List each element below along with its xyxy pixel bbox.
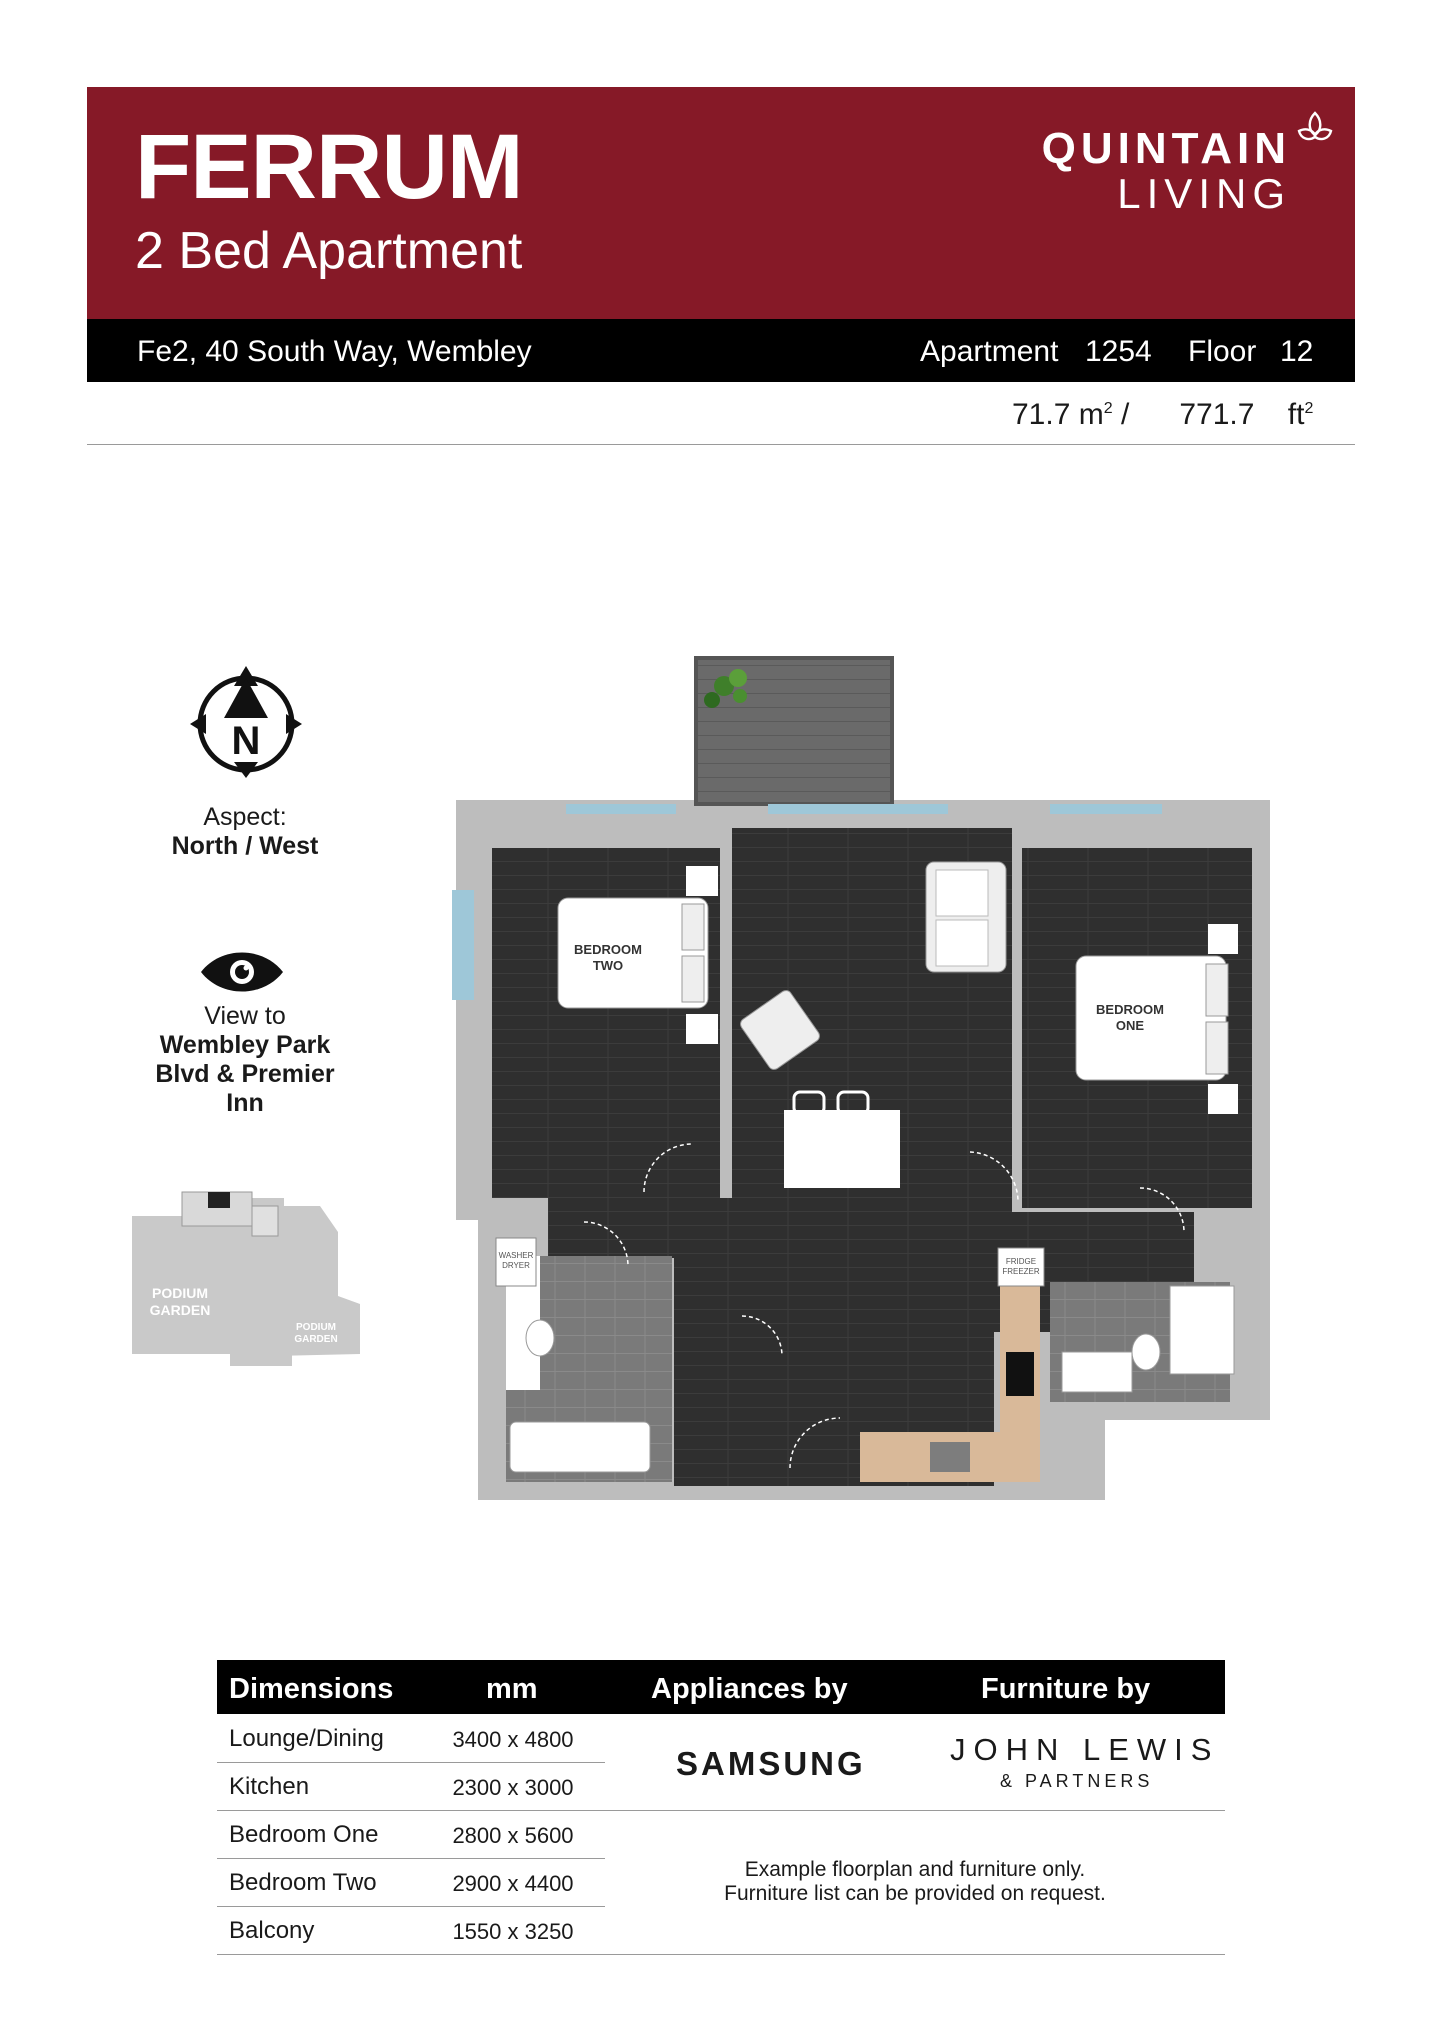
brands-divider xyxy=(605,1810,1225,1811)
room-name: Bedroom Two xyxy=(229,1869,377,1896)
svg-text:PODIUM: PODIUM xyxy=(296,1322,336,1333)
furniture-brand: JOHN LEWIS xyxy=(950,1732,1220,1767)
svg-text:BEDROOM: BEDROOM xyxy=(574,942,642,957)
row-divider xyxy=(217,1906,605,1907)
floor-number: 12 xyxy=(1280,335,1314,368)
svg-text:TWO: TWO xyxy=(593,958,623,973)
area-sqm: 71.7 xyxy=(1012,398,1071,431)
address-bar: Fe2, 40 South Way, Wembley Apartment 125… xyxy=(87,319,1355,382)
row-divider xyxy=(217,1810,605,1811)
area-readout: 71.7 m2 / 771.7 ft2 xyxy=(1012,398,1313,432)
appliance-brand: SAMSUNG xyxy=(676,1745,866,1782)
floorplan: WASHER DRYER FRIDGE FREEZER BEDROOM TWO … xyxy=(452,656,1270,1500)
aspect-label: Aspect: xyxy=(203,803,287,831)
svg-text:DRYER: DRYER xyxy=(502,1261,530,1270)
eye-icon xyxy=(201,952,283,992)
row-divider xyxy=(217,1858,605,1859)
table-bottom-rule xyxy=(217,1954,1225,1955)
area-sqm-unit: m2 xyxy=(1078,398,1113,431)
row-divider xyxy=(217,1762,605,1763)
brand-sub: LIVING xyxy=(1117,170,1291,217)
area-sqft-unit: ft2 xyxy=(1287,398,1314,431)
view-line1: Wembley Park xyxy=(159,1031,331,1059)
svg-text:PODIUM: PODIUM xyxy=(152,1285,208,1301)
room-size: 1550 x 3250 xyxy=(452,1919,574,1944)
area-separator: / xyxy=(1120,398,1130,431)
svg-text:GARDEN: GARDEN xyxy=(294,1334,337,1345)
address: Fe2, 40 South Way, Wembley xyxy=(137,335,532,368)
brand-name: QUINTAIN xyxy=(1041,124,1291,173)
compass-letter: N xyxy=(232,719,261,763)
header-mm: mm xyxy=(486,1673,538,1705)
svg-text:FRIDGE: FRIDGE xyxy=(1006,1257,1036,1266)
header-appliances: Appliances by xyxy=(651,1673,848,1705)
specs-table-header: Dimensions mm Appliances by Furniture by xyxy=(217,1660,1225,1714)
room-size: 3400 x 4800 xyxy=(452,1727,574,1752)
view-line2: Blvd & Premier xyxy=(155,1060,335,1088)
disclaimer-line1: Example floorplan and furniture only. xyxy=(744,1858,1086,1881)
apartment-label: Apartment xyxy=(920,335,1059,368)
site-plan-map: PODIUM GARDEN PODIUM GARDEN xyxy=(132,1191,360,1366)
disclaimer-line2: Furniture list can be provided on reques… xyxy=(724,1882,1106,1905)
apartment-number: 1254 xyxy=(1085,335,1152,368)
header-furniture: Furniture by xyxy=(981,1673,1151,1705)
development-title: FERRUM xyxy=(135,116,524,218)
room-size: 2800 x 5600 xyxy=(452,1823,574,1848)
room-name: Balcony xyxy=(229,1917,315,1944)
svg-text:BEDROOM: BEDROOM xyxy=(1096,1002,1164,1017)
view-line3: Inn xyxy=(226,1089,264,1117)
header-dimensions: Dimensions xyxy=(229,1673,394,1705)
room-size: 2300 x 3000 xyxy=(452,1775,574,1800)
room-size: 2900 x 4400 xyxy=(452,1871,574,1896)
compass-icon: N xyxy=(190,666,302,778)
divider xyxy=(87,444,1355,445)
svg-text:ONE: ONE xyxy=(1116,1018,1145,1033)
svg-text:FREEZER: FREEZER xyxy=(1002,1267,1040,1276)
floor-label: Floor xyxy=(1188,335,1257,368)
room-name: Bedroom One xyxy=(229,1821,379,1848)
header-banner: FERRUM 2 Bed Apartment QUINTAIN LIVING xyxy=(87,87,1355,319)
brand-logo-icon xyxy=(1297,111,1333,141)
svg-text:WASHER: WASHER xyxy=(499,1251,534,1260)
furniture-brand-sub: & PARTNERS xyxy=(1000,1771,1154,1791)
room-name: Lounge/Dining xyxy=(229,1725,384,1752)
view-label: View to xyxy=(204,1002,286,1030)
aspect-value: North / West xyxy=(171,832,319,860)
apartment-type: 2 Bed Apartment xyxy=(135,222,523,280)
room-name: Kitchen xyxy=(229,1773,310,1800)
area-sqft: 771.7 xyxy=(1179,398,1255,431)
svg-text:GARDEN: GARDEN xyxy=(150,1302,211,1318)
plant-icon xyxy=(704,669,747,708)
